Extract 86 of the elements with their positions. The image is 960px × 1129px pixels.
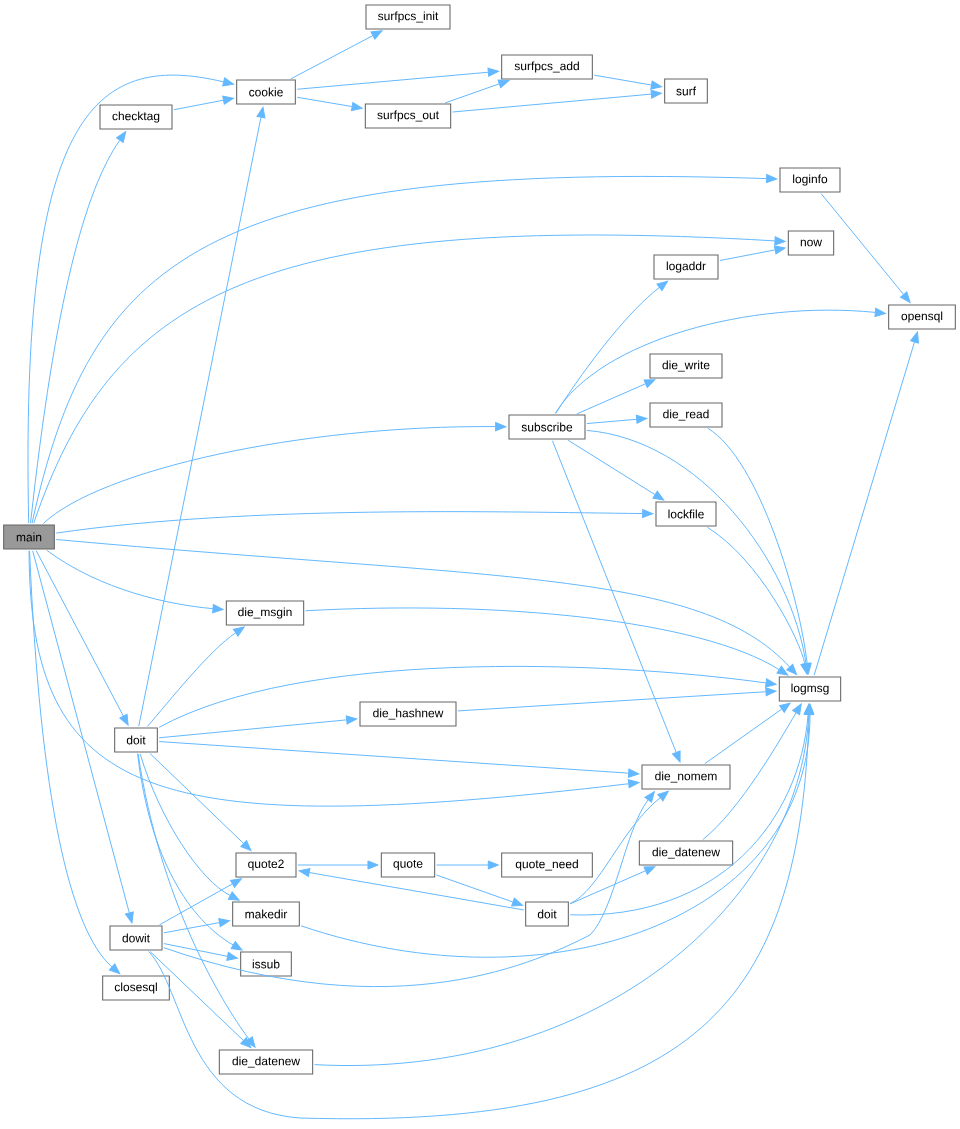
function-box: issub [240, 951, 292, 977]
arrow [813, 331, 919, 676]
function-box: die_msgin [225, 600, 305, 626]
function-box: quote2 [235, 852, 297, 878]
function-box: quote [380, 852, 436, 878]
function-box: main [3, 524, 55, 550]
arrow [551, 440, 681, 763]
function-box: closesql [102, 975, 170, 1001]
function-box: die_nomem [641, 764, 731, 790]
function-box: checktag [99, 104, 173, 130]
arrow [576, 379, 656, 415]
function-box: surfpcs_init [365, 4, 451, 30]
function-box: logmsg [778, 676, 842, 702]
arrow [137, 753, 243, 951]
arrow [139, 753, 240, 901]
arrow [148, 703, 814, 1119]
arrow [30, 131, 127, 524]
arrow [27, 75, 234, 524]
function-box: dowit [109, 925, 163, 951]
arrow [436, 860, 499, 870]
arrow [28, 550, 640, 807]
arrow [702, 703, 802, 841]
arrow [158, 665, 777, 728]
arrow [305, 607, 789, 676]
function-box: subscribe [508, 414, 586, 440]
function-box: now [787, 230, 835, 256]
function-box: die_hashnew [359, 701, 457, 727]
function-box: loginfo [779, 167, 841, 193]
arrow [173, 95, 234, 111]
arrow [55, 509, 654, 534]
arrow [163, 918, 230, 934]
arrow [567, 439, 665, 501]
arrow [46, 549, 224, 614]
arrow [554, 307, 886, 414]
arrow [163, 791, 655, 988]
arrow [290, 30, 383, 80]
function-box: die_datenew [638, 840, 734, 866]
arrow [296, 67, 499, 90]
arrow [42, 422, 507, 525]
arrow [149, 950, 252, 1049]
arrow [35, 550, 129, 726]
arrow [435, 874, 524, 907]
arrow [33, 235, 786, 524]
function-box: die_read [649, 402, 723, 428]
arrow [158, 741, 640, 778]
arrow [31, 174, 778, 524]
function-box: cookie [236, 79, 296, 105]
arrow [719, 245, 786, 261]
arrow [586, 414, 648, 425]
function-box: quote_need [501, 852, 593, 878]
arrow [704, 702, 791, 765]
function-box: doit [525, 901, 569, 927]
arrow [138, 106, 266, 727]
arrow [706, 526, 810, 675]
arrow [820, 193, 911, 303]
arrow [137, 753, 256, 1048]
function-box: die_datenew [218, 1049, 314, 1075]
arrow [296, 96, 363, 112]
arrow [444, 79, 510, 104]
function-box: surfpcs_add [501, 54, 593, 80]
arrow [457, 687, 777, 712]
arrow [147, 626, 245, 727]
arrow [569, 790, 669, 905]
arrow [163, 943, 238, 961]
arrow [149, 752, 252, 852]
function-box: surfpcs_out [364, 103, 452, 129]
arrow [158, 715, 358, 739]
function-box: lockfile [655, 501, 717, 527]
arrow [555, 280, 668, 414]
arrow [569, 866, 656, 905]
function-box: makedir [232, 901, 300, 927]
arrow [32, 550, 134, 924]
arrow [159, 878, 242, 926]
arrow [55, 539, 798, 675]
arrow [707, 427, 812, 675]
function-box: surf [664, 78, 708, 104]
arrow [29, 550, 121, 975]
function-box: logaddr [653, 254, 719, 280]
arrow [298, 868, 525, 911]
function-box: die_write [649, 353, 723, 379]
arrow [300, 703, 815, 958]
function-box: opensql [888, 304, 956, 330]
arrow [297, 860, 379, 870]
arrow [593, 74, 662, 90]
arrow [452, 89, 662, 113]
function-box: doit [114, 727, 158, 753]
